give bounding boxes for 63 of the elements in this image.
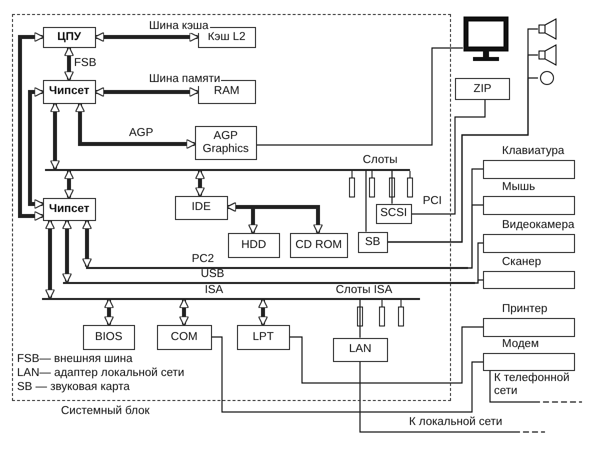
device-label: Принтер: [502, 303, 548, 316]
bus-arrow: [94, 86, 200, 98]
component-box: Чипсет: [42, 80, 96, 104]
device-label: Видеокамера: [502, 219, 574, 232]
connection-line: [212, 336, 483, 413]
component-box: HDD: [228, 232, 280, 258]
bus-arrow: [64, 169, 74, 200]
connection-line: [290, 326, 483, 384]
bus-label: USB: [200, 268, 224, 280]
bus-arrow: [28, 86, 44, 210]
component-box: BIOS: [82, 324, 135, 350]
connection-line: [256, 47, 463, 146]
connection-line: [468, 204, 483, 269]
connection-line: [359, 362, 545, 433]
connection-line: [391, 170, 393, 204]
bus-arrow: [44, 219, 56, 300]
bus-label: Слоты ISA: [336, 284, 392, 296]
component-box: IDE: [174, 196, 228, 220]
bus-arrow: [94, 32, 200, 42]
edge-label: Шина кэша: [148, 20, 210, 33]
component-box: CD ROM: [290, 232, 348, 258]
edge-label: Шина памяти: [148, 73, 222, 86]
bus-arrow: [82, 219, 92, 268]
component-box: ZIP: [455, 78, 510, 100]
connection-line: [474, 279, 483, 284]
connection-line: [489, 371, 582, 403]
bus-arrow: [18, 32, 44, 222]
note-text: FSB— внешняя шина: [17, 353, 133, 365]
component-box: AGP Graphics: [194, 126, 257, 160]
bus-label: PC2: [192, 252, 214, 265]
bus-arrow: [104, 298, 114, 326]
connection-line: [359, 300, 361, 338]
component-box: LPT: [236, 324, 290, 350]
bus-arrow: [194, 169, 206, 198]
edge-label: К телефонной сети: [493, 372, 571, 398]
device-label: Модем: [502, 338, 539, 351]
monitor-icon: [463, 16, 509, 62]
speaker-icon: [538, 44, 558, 66]
bus-arrow: [50, 102, 60, 170]
connection-line: [365, 170, 367, 232]
bus-arrow: [258, 298, 268, 326]
component-box: SCSI: [376, 204, 412, 224]
component-box: SB: [358, 232, 388, 253]
bus-label: Слоты: [362, 154, 398, 166]
component-box: COM: [156, 324, 212, 350]
device-label: Клавиатура: [502, 145, 564, 158]
connection-line: [412, 100, 486, 215]
bus-arrow: [178, 298, 190, 326]
bus-label: PCI: [422, 194, 442, 207]
component-box: LAN: [332, 338, 388, 362]
note-text: LAN— адаптер локальной сети: [17, 367, 184, 379]
component-box: Чипсет: [42, 198, 96, 221]
bus-arrow: [74, 102, 196, 150]
system-unit-label: Системный блок: [61, 405, 150, 417]
component-box: ЦПУ: [42, 26, 96, 48]
device-label: Мышь: [502, 181, 536, 194]
bus-arrow: [62, 219, 72, 284]
note-text: SB — звуковая карта: [17, 381, 130, 393]
speaker-icon: [538, 18, 558, 40]
microphone-icon: [538, 70, 554, 86]
bus-arrow: [64, 46, 74, 82]
bus-label: ISA: [204, 284, 224, 296]
device-label: Сканер: [502, 256, 542, 269]
